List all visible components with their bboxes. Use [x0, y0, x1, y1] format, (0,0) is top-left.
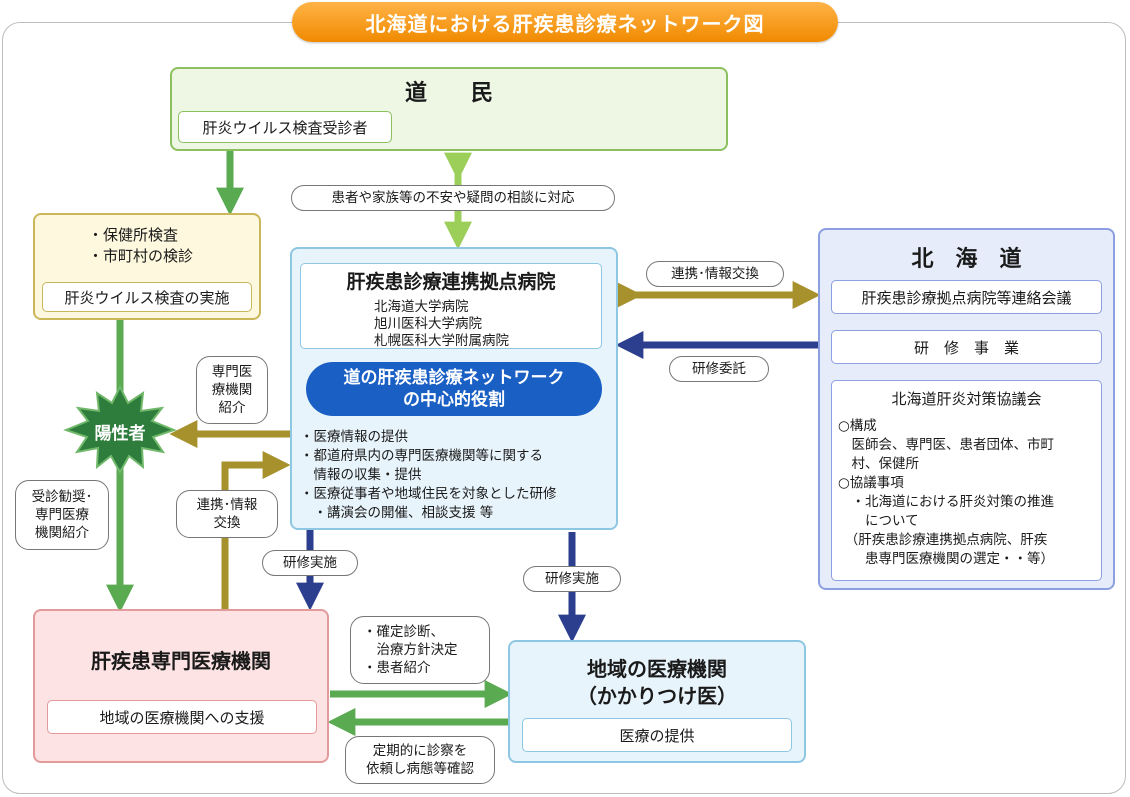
citizens-sub-label: 肝炎ウイルス検査受診者: [202, 118, 368, 137]
coop-exchange2-line2: 交換: [213, 515, 241, 531]
specialist-box: 肝疾患専門医療機関 地域の医療機関への支援: [33, 609, 329, 763]
hub-duty-3: 情報の収集・提供: [300, 467, 422, 483]
recommend-line3: 機関紹介: [35, 525, 89, 542]
recommend-line2: 専門医療: [35, 506, 89, 523]
citizens-sub: 肝炎ウイルス検査受診者: [178, 111, 392, 143]
specialist-sub-label: 地域の医療機関への支援: [99, 708, 265, 727]
council-line-3: 村、保健所: [838, 456, 919, 472]
positive-burst-shape: [63, 384, 177, 475]
hokkaido-box: 北 海 道 肝疾患診療拠点病院等連絡会議 研 修 事 業 北海道肝炎対策協議会 …: [818, 228, 1115, 590]
screening-line2: ・市町村の検診: [88, 247, 194, 265]
hub-box: 肝疾患診療連携拠点病院 北海道大学病院 旭川医科大学病院 札幌医科大学附属病院 …: [290, 247, 618, 530]
specialist-heading: 肝疾患専門医療機関: [91, 649, 271, 673]
screening-line1: ・保健所検査: [88, 226, 179, 244]
specialist-intro-line3: 紹介: [218, 400, 246, 417]
screening-box: ・保健所検査 ・市町村の検診 肝炎ウイルス検査の実施: [33, 213, 261, 320]
hub-heading: 肝疾患診療連携拠点病院: [346, 271, 556, 293]
hub-hospital-1: 北海道大学病院: [374, 299, 469, 315]
council-line-1: ○構成: [838, 418, 877, 434]
training-program-label: 研 修 事 業: [913, 338, 1019, 357]
local-box: 地域の医療機関 （かかりつけ医） 医療の提供: [508, 640, 806, 763]
diagnosis-label: ・確定診断、 治療方針決定 ・患者紹介: [350, 616, 490, 684]
council-line-2: 医師会、専門医、患者団体、市町: [838, 437, 1054, 453]
screening-sub: 肝炎ウイルス検査の実施: [42, 282, 252, 312]
local-heading-1: 地域の医療機関: [587, 657, 727, 681]
training-impl-label-1: 研修実施: [262, 550, 358, 576]
arrow-specialist-to-hub: [221, 451, 291, 610]
council-meeting: 肝疾患診療拠点病院等連絡会議: [831, 280, 1102, 314]
specialist-sub: 地域の医療機関への支援: [47, 700, 317, 734]
periodic-line1: 定期的に診察を: [372, 742, 468, 759]
coop-exchange-label: 連携･情報交換: [646, 261, 784, 287]
coop-exchange2-label: 連携･情報 交換: [176, 490, 278, 538]
hub-duty-4: ・医療従事者や地域住民を対象とした研修: [300, 486, 557, 502]
periodic-label: 定期的に診察を 依頼し病態等確認: [345, 736, 495, 784]
hub-duty-1: ・医療情報の提供: [300, 429, 408, 445]
coop-exchange2-line1: 連携･情報: [196, 496, 258, 513]
citizens-box: 道 民 肝炎ウイルス検査受診者: [170, 67, 728, 151]
hub-hospital-2: 旭川医科大学病院: [374, 316, 482, 332]
consult-label: 患者や家族等の不安や疑問の相談に対応: [291, 185, 615, 211]
hub-role-line1: 道の肝疾患診療ネットワーク: [343, 368, 565, 388]
hub-hospital-3: 札幌医科大学附属病院: [374, 333, 509, 349]
screening-sub-label: 肝炎ウイルス検査の実施: [64, 288, 230, 307]
diagnosis-line1: ・確定診断、: [363, 623, 444, 640]
council-meeting-label: 肝疾患診療拠点病院等連絡会議: [861, 288, 1072, 307]
training-entrust-label: 研修委託: [669, 356, 769, 382]
periodic-line2: 依頼し病態等確認: [366, 761, 474, 777]
hub-hospitals-panel: 肝疾患診療連携拠点病院 北海道大学病院 旭川医科大学病院 札幌医科大学附属病院: [300, 263, 602, 349]
council-title: 北海道肝炎対策協議会: [891, 390, 1042, 408]
council-line-6: について: [838, 513, 919, 529]
training-program: 研 修 事 業: [831, 330, 1102, 364]
positive-label: 陽性者: [94, 424, 146, 444]
local-sub: 医療の提供: [522, 718, 792, 752]
hub-role-line2: の中心的役割: [403, 390, 505, 410]
local-heading-2: （かかりつけ医）: [576, 684, 738, 708]
local-sub-label: 医療の提供: [619, 726, 695, 745]
hub-role-banner: 道の肝疾患診療ネットワーク の中心的役割: [306, 362, 602, 416]
specialist-intro-line1: 専門医: [211, 363, 253, 380]
diagnosis-line3: ・患者紹介: [363, 660, 431, 677]
hokkaido-heading: 北 海 道: [911, 247, 1022, 272]
council-line-4: ○協議事項: [838, 475, 904, 491]
hub-duty-2: ・都道府県内の専門医療機関等に関する: [300, 448, 543, 464]
council-line-5: ・北海道における肝炎対策の推進: [838, 494, 1054, 510]
council-line-8: 患専門医療機関の選定・・等）: [838, 551, 1054, 567]
training-impl-label-2: 研修実施: [523, 566, 621, 592]
council-panel: 北海道肝炎対策協議会 ○構成 医師会、専門医、患者団体、市町 村、保健所 ○協議…: [831, 380, 1102, 581]
specialist-intro-line2: 療機関: [211, 381, 253, 398]
diagnosis-line2: 治療方針決定: [363, 641, 458, 658]
recommend-line1: 受診勧奨･: [31, 488, 93, 505]
diagram-title: 北海道における肝疾患診療ネットワーク図: [292, 2, 838, 42]
citizens-heading: 道 民: [404, 81, 493, 106]
specialist-intro-label: 専門医 療機関 紹介: [196, 356, 268, 424]
recommend-label: 受診勧奨･ 専門医療 機関紹介: [15, 480, 109, 550]
council-line-7: （肝疾患診療連携拠点病院、肝疾: [838, 532, 1048, 548]
hub-duty-5: ・講演会の開催、相談支援 等: [300, 505, 494, 521]
